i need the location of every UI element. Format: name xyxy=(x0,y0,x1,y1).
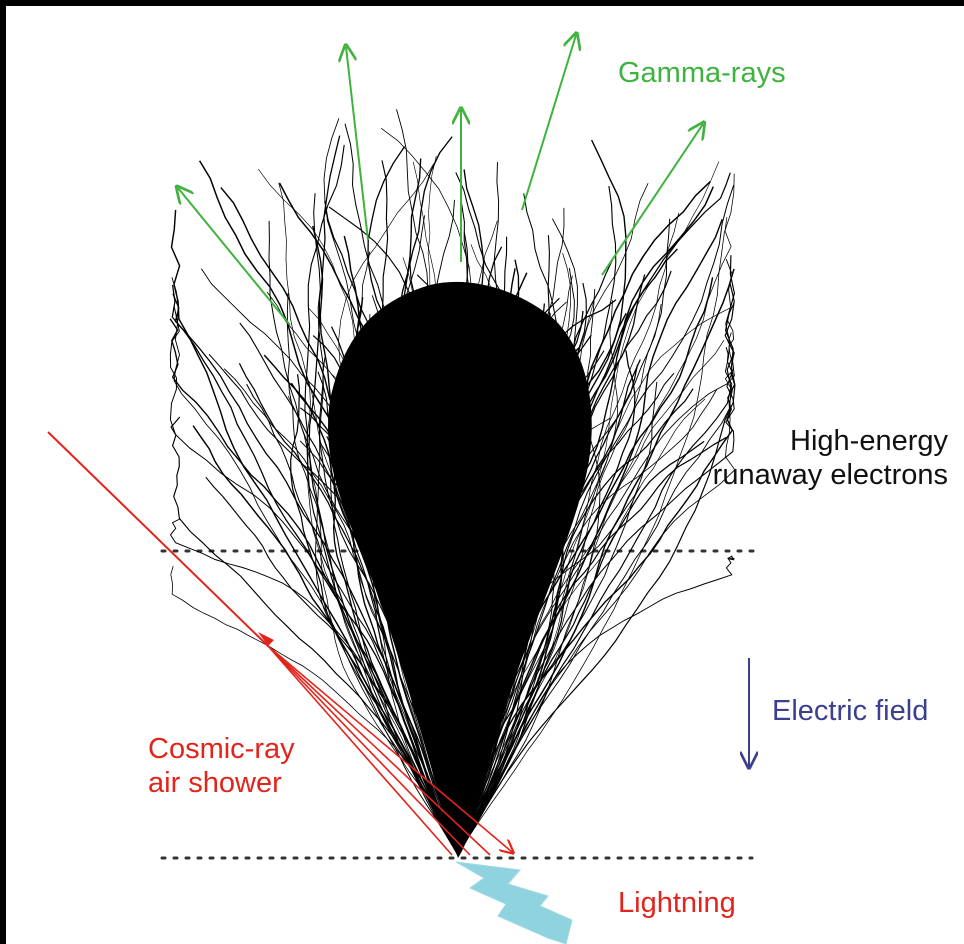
electron-track xyxy=(457,433,565,856)
electron-track xyxy=(427,231,469,856)
gamma-ray-arrow xyxy=(601,124,703,276)
electron-track xyxy=(287,396,459,856)
electron-track xyxy=(299,440,459,856)
cosmic-ray-arrowhead xyxy=(258,632,274,646)
electron-track xyxy=(381,160,459,856)
electron-track xyxy=(396,109,459,856)
electron-track xyxy=(447,323,473,856)
electron-track xyxy=(360,384,459,856)
electron-track xyxy=(457,255,736,856)
lightning-bolt xyxy=(455,861,573,944)
electron-track xyxy=(457,303,546,856)
electron-track xyxy=(323,118,459,856)
electron-track xyxy=(430,220,498,856)
electron-track xyxy=(172,293,459,856)
electron-track xyxy=(457,372,675,856)
electron-track xyxy=(457,555,736,856)
electron-track xyxy=(366,314,459,856)
electron-track xyxy=(457,173,735,856)
gamma-rays xyxy=(178,35,703,326)
electron-track xyxy=(205,476,459,856)
electron-avalanche xyxy=(169,109,736,858)
gamma-ray-arrow xyxy=(346,47,369,241)
electron-track xyxy=(427,155,460,856)
shower-branch xyxy=(267,645,471,856)
electron-track xyxy=(457,172,731,856)
electron-track xyxy=(324,201,459,856)
electron-track xyxy=(457,283,735,856)
electron-track xyxy=(457,312,627,856)
electron-track xyxy=(308,307,459,856)
electron-track xyxy=(457,282,587,856)
electron-track xyxy=(457,288,601,856)
electron-track xyxy=(169,318,459,856)
shower-branch xyxy=(267,645,491,856)
electron-track xyxy=(457,268,527,856)
runaway-electrons-line1: High-energy xyxy=(790,425,948,457)
electron-track xyxy=(263,354,459,856)
electron-track xyxy=(457,270,672,856)
electron-track xyxy=(290,382,459,856)
electron-track xyxy=(457,193,570,856)
electron-track xyxy=(338,163,459,856)
electron-track xyxy=(457,244,517,856)
cosmic-ray-label: Cosmic-ray air shower xyxy=(148,732,295,800)
electron-track xyxy=(457,246,503,855)
electron-track xyxy=(429,291,501,856)
electron-track xyxy=(169,305,459,856)
electron-track xyxy=(312,225,459,856)
lightning-label: Lightning xyxy=(618,887,736,919)
cosmic-ray-shower xyxy=(47,431,512,856)
electron-track xyxy=(171,284,459,856)
electron-track xyxy=(170,565,459,856)
gamma-rays-label: Gamma-rays xyxy=(618,57,786,89)
electron-track xyxy=(344,123,459,856)
electron-track xyxy=(223,368,459,856)
runaway-electrons-line2: runaway electrons xyxy=(712,459,948,491)
electron-track xyxy=(278,182,459,856)
electron-track xyxy=(457,360,551,856)
electron-track xyxy=(457,139,627,856)
gamma-ray-arrow xyxy=(178,188,291,326)
shower-branch xyxy=(267,645,512,852)
runaway-electrons-label: High-energy runaway electrons xyxy=(713,424,948,492)
electron-track xyxy=(170,416,459,856)
cosmic-ray-line2: air shower xyxy=(148,767,282,799)
gamma-ray-arrow xyxy=(521,35,576,211)
electron-track xyxy=(403,158,476,856)
electron-track xyxy=(457,169,488,856)
shower-branch xyxy=(267,645,453,856)
electron-track xyxy=(457,248,678,856)
electron-track xyxy=(457,235,551,856)
cosmic-ray-primary xyxy=(47,431,269,647)
electron-track xyxy=(457,274,646,856)
electron-tracks xyxy=(169,109,736,856)
electron-track xyxy=(457,213,680,856)
electron-track xyxy=(457,207,565,856)
electron-track xyxy=(416,274,474,856)
cosmic-ray-line1: Cosmic-ray xyxy=(148,733,295,765)
electron-track xyxy=(457,306,733,856)
electron-track xyxy=(380,127,476,856)
electron-track xyxy=(412,161,459,856)
electron-track xyxy=(457,258,614,856)
electron-track xyxy=(198,160,459,856)
electron-track xyxy=(368,215,459,856)
electric-field-label: Electric field xyxy=(772,695,929,727)
electron-track xyxy=(457,436,727,856)
electron-track xyxy=(402,257,461,856)
electron-track xyxy=(457,346,735,856)
